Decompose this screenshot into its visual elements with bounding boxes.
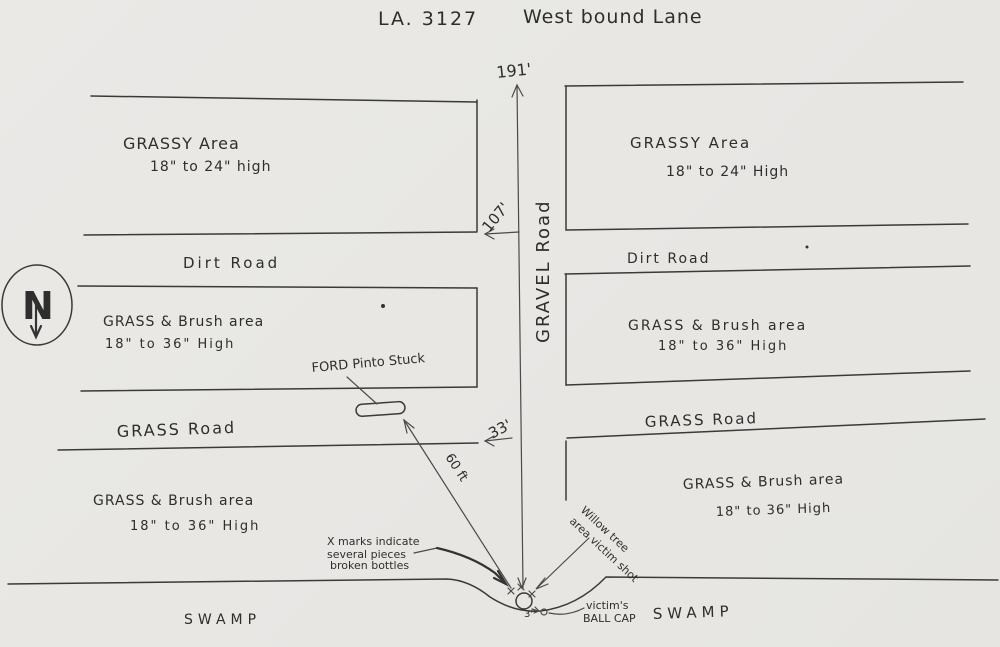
brush-bot-right-height: 18" to 36" High bbox=[716, 501, 832, 520]
measure-107: 107' bbox=[478, 199, 513, 236]
grass-road-right-label: GRASS Road bbox=[645, 409, 759, 431]
brush-area-mid-right-outline bbox=[564, 265, 971, 386]
x-marks-note-line3: broken bottles bbox=[330, 559, 409, 572]
pinto-distance-line bbox=[403, 418, 512, 589]
grassy-right-label: GRASSY Area bbox=[630, 134, 751, 152]
x-marks-pointer-line bbox=[413, 546, 509, 587]
ball-cap-circle bbox=[540, 608, 548, 616]
grassy-left-height: 18" to 24" high bbox=[150, 159, 271, 175]
dirt-road-left-label: Dirt Road bbox=[183, 254, 280, 272]
willow-arrowhead-icon bbox=[535, 577, 549, 590]
north-arrow-icon bbox=[29, 301, 43, 340]
pinto-arrowhead-icon bbox=[403, 418, 415, 434]
pen-dot-right bbox=[805, 245, 809, 249]
north-label: N bbox=[22, 284, 54, 328]
x-marks-note-line1: X marks indicate bbox=[327, 535, 420, 548]
x-marks-note-line2: several pieces bbox=[327, 548, 406, 561]
brush-mid-right-label: GRASS & Brush area bbox=[628, 318, 807, 334]
swamp-left-label: SWAMP bbox=[184, 612, 261, 628]
north-indicator: N bbox=[1, 264, 73, 346]
pen-dot-left bbox=[381, 304, 385, 308]
grass-road-offset-arrow bbox=[483, 435, 513, 447]
brush-mid-left-label: GRASS & Brush area bbox=[103, 314, 264, 330]
brush-bot-left-height: 18" to 36" High bbox=[130, 519, 260, 534]
grassy-area-left-outline bbox=[83, 95, 478, 236]
swamp-boundary-line bbox=[7, 576, 999, 612]
grass-road-lines bbox=[57, 418, 986, 501]
dirt-road-offset-arrow bbox=[483, 228, 520, 240]
ford-pinto-pointer-line bbox=[346, 376, 378, 405]
gravel-road-measure-line bbox=[511, 83, 527, 590]
ford-pinto-label: FORD Pinto Stuck bbox=[311, 351, 426, 376]
swamp-right-label: SWAMP bbox=[653, 602, 734, 623]
brush-area-mid-left-outline bbox=[77, 285, 478, 392]
brush-bot-left-label: GRASS & Brush area bbox=[93, 493, 254, 509]
ball-cap-pointer-line bbox=[548, 607, 585, 615]
measure-3ft: 3' bbox=[524, 609, 533, 620]
x-marks bbox=[507, 583, 536, 598]
x-marks-arrowhead-icon bbox=[492, 569, 509, 587]
gravel-road-label: GRAVEL Road bbox=[533, 200, 554, 344]
victims-cap-line2: BALL CAP bbox=[583, 612, 636, 625]
grassy-area-right-outline bbox=[564, 81, 969, 231]
willow-tree-circle bbox=[515, 592, 533, 610]
ball-cap-marker bbox=[531, 606, 585, 616]
brush-mid-left-height: 18" to 36" High bbox=[105, 337, 235, 352]
measure-191: 191' bbox=[495, 59, 532, 82]
dirt-road-right-label: Dirt Road bbox=[627, 251, 711, 267]
brush-mid-right-height: 18" to 36" High bbox=[658, 339, 788, 354]
title-highway: LA. 3127 bbox=[378, 8, 478, 30]
grassy-left-label: GRASSY Area bbox=[123, 134, 240, 153]
north-arrowhead-icon bbox=[511, 83, 524, 98]
victims-cap-line1: victim's bbox=[586, 599, 629, 612]
cap-arrowhead-icon bbox=[533, 606, 541, 614]
willow-pointer-line bbox=[535, 537, 590, 590]
grass-road-left-label: GRASS Road bbox=[116, 418, 236, 441]
brush-bot-right-label: GRASS & Brush area bbox=[683, 471, 845, 493]
grassy-right-height: 18" to 24" High bbox=[666, 164, 789, 180]
ford-pinto-car bbox=[346, 376, 406, 418]
title-lane: West bound Lane bbox=[523, 6, 703, 28]
measure-60ft: 60 ft bbox=[442, 451, 471, 484]
